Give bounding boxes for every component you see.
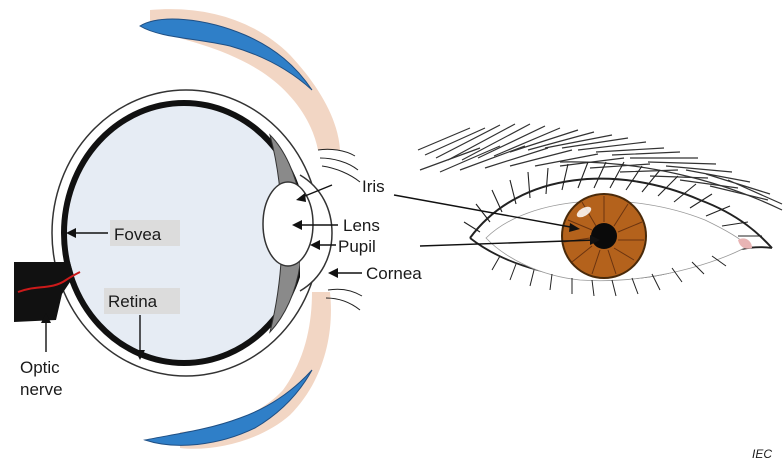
iec-credit: IEC [752,447,772,461]
optic-nerve-label-line2: nerve [20,380,63,399]
lens-shape [263,182,313,266]
pupil-shape [591,223,617,249]
iris-label: Iris [362,177,385,196]
side-lashes-lower [326,289,362,310]
side-lashes-upper [318,149,360,182]
cornea-arrowhead [328,268,338,278]
optic-nerve-label-line1: Optic [20,358,60,377]
retina-label: Retina [108,292,158,311]
eyebrow [418,124,782,204]
eye-front-view [418,124,782,296]
fovea-label: Fovea [114,225,162,244]
lens-label: Lens [343,216,380,235]
cornea-label: Cornea [366,264,422,283]
pupil-label: Pupil [338,237,376,256]
eye-cross-section [14,9,362,449]
